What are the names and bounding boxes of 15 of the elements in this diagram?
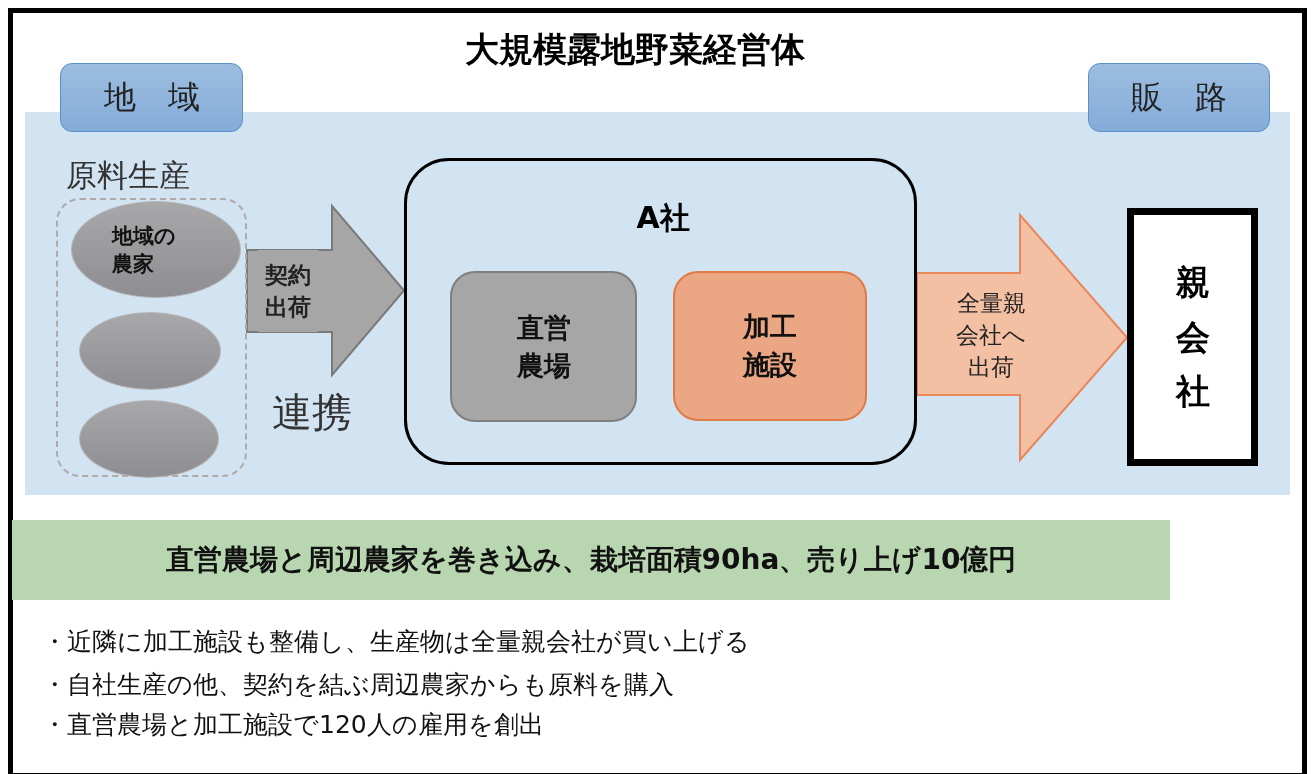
company-box: [404, 158, 917, 465]
bullet-item: ・近隣に加工施設も整備し、生産物は全量親会社が買い上げる: [42, 626, 750, 658]
diagram-title: 大規模露地野菜経営体: [464, 28, 806, 71]
summary-banner: 直営農場と周辺農家を巻き込み、栽培面積90ha、売り上げ10億円: [12, 520, 1170, 600]
region-tab: 地 域: [60, 63, 243, 132]
edge-label: 契約出荷: [258, 250, 318, 332]
farm-box: 直営農場: [450, 271, 637, 422]
bullet-item: ・自社生産の他、契約を結ぶ周辺農家からも原料を購入: [42, 669, 674, 701]
annotation-text: 連携: [272, 388, 352, 437]
group-heading: 原料生産: [66, 156, 190, 195]
box-heading: A社: [635, 198, 691, 237]
region-tab: 販 路: [1088, 63, 1270, 132]
bullet-item: ・直営農場と加工施設で120人の雇用を創出: [42, 709, 544, 741]
parent-company-box: 親会社: [1127, 208, 1258, 466]
facility-box: 加工施設: [673, 271, 867, 421]
